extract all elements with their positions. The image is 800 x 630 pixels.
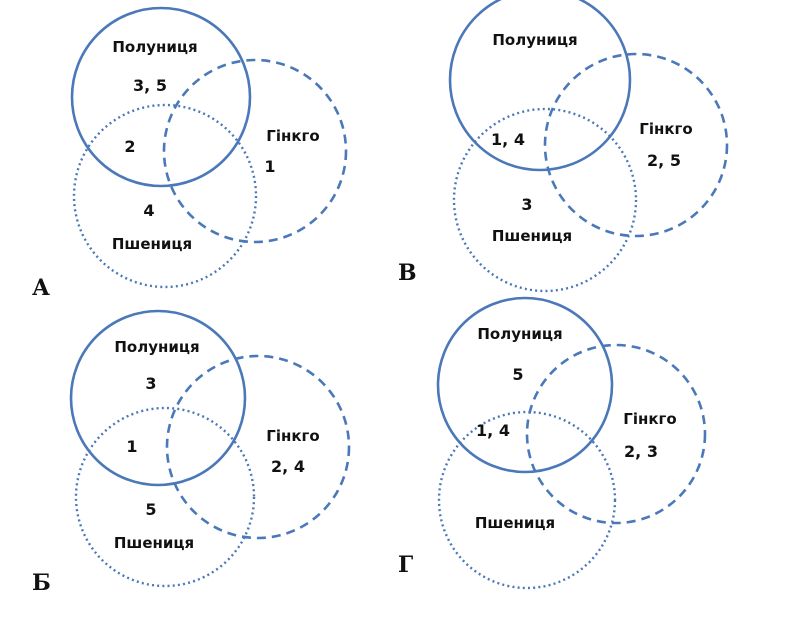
region-only-wheat: 3 xyxy=(521,195,532,214)
label-strawberry: Полуниця xyxy=(112,38,197,56)
label-wheat: Пшениця xyxy=(114,534,194,552)
region-only-wheat: 5 xyxy=(145,500,156,519)
letter-v: В xyxy=(398,260,417,286)
region-only-strawberry: 3, 5 xyxy=(133,76,167,95)
region-strawberry-wheat: 2 xyxy=(124,137,135,156)
label-ginkgo: Гінкго xyxy=(266,427,319,445)
venn-diagram-g: Полуниця 5 1, 4 Гінкго 2, 3 Пшениця Г xyxy=(398,296,707,590)
region-strawberry-wheat: 1 xyxy=(126,437,137,456)
venn-diagram-b: Полуниця 3 1 Гінкго 2, 4 5 Пшениця Б xyxy=(32,309,351,596)
circle-strawberry xyxy=(70,6,252,188)
region-strawberry-wheat: 1, 4 xyxy=(476,421,510,440)
region-only-ginkgo: 2, 5 xyxy=(647,151,681,170)
letter-b: Б xyxy=(32,570,51,596)
region-only-ginkgo: 2, 3 xyxy=(624,442,658,461)
circle-ginkgo xyxy=(543,52,729,238)
label-ginkgo: Гінкго xyxy=(266,127,319,145)
circle-ginkgo xyxy=(162,58,348,244)
region-only-strawberry: 3 xyxy=(145,374,156,393)
label-wheat: Пшениця xyxy=(475,514,555,532)
circle-strawberry xyxy=(448,0,632,172)
region-only-strawberry: 5 xyxy=(512,365,523,384)
circle-strawberry xyxy=(436,296,614,474)
venn-diagram-v: Полуниця 1, 4 Гінкго 2, 5 3 Пшениця В xyxy=(398,0,729,293)
circle-wheat xyxy=(72,103,258,289)
circle-strawberry xyxy=(69,309,247,487)
letter-a: А xyxy=(32,275,50,301)
circle-wheat xyxy=(452,107,638,293)
letter-g: Г xyxy=(398,552,413,578)
label-wheat: Пшениця xyxy=(492,227,572,245)
region-only-ginkgo: 2, 4 xyxy=(271,457,305,476)
label-strawberry: Полуниця xyxy=(477,325,562,343)
label-strawberry: Полуниця xyxy=(492,31,577,49)
circle-ginkgo xyxy=(165,354,351,540)
label-strawberry: Полуниця xyxy=(114,338,199,356)
region-only-ginkgo: 1 xyxy=(264,157,275,176)
circle-wheat xyxy=(437,410,617,590)
region-only-wheat: 4 xyxy=(143,201,154,220)
label-ginkgo: Гінкго xyxy=(639,120,692,138)
label-ginkgo: Гінкго xyxy=(623,410,676,428)
label-wheat: Пшениця xyxy=(112,235,192,253)
circle-ginkgo xyxy=(525,343,707,525)
circle-wheat xyxy=(74,406,256,588)
region-strawberry-wheat: 1, 4 xyxy=(491,130,525,149)
venn-diagram-a: Полуниця 3, 5 2 Гінкго 1 4 Пшениця А xyxy=(32,6,348,301)
